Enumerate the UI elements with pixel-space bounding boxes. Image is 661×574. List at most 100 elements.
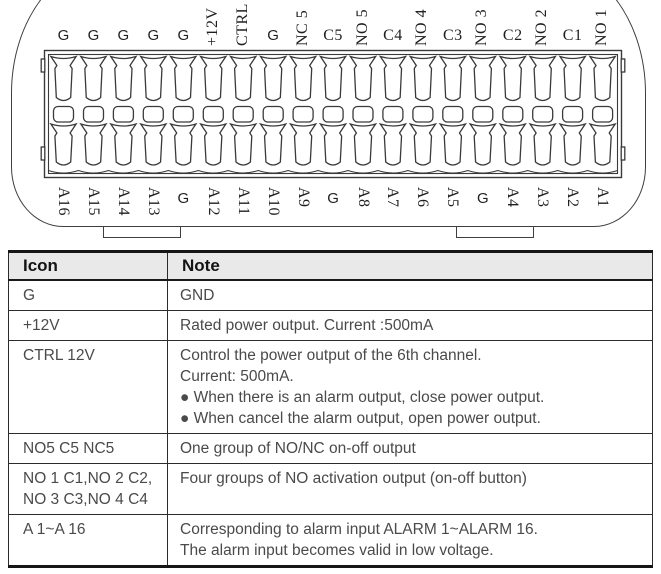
pin-label-text: +12V xyxy=(203,7,221,46)
icon-text: A 1~A 16 xyxy=(23,521,86,538)
terminal-screw-slot xyxy=(112,105,135,123)
terminal-contact-top xyxy=(528,55,557,102)
terminal-screw-slot xyxy=(442,105,464,123)
pin-label-text: G xyxy=(177,27,190,44)
terminal-contact-bottom xyxy=(468,122,497,166)
table-row: A 1~A 16 Corresponding to alarm input ALA… xyxy=(8,514,653,567)
terminal-contact-bottom xyxy=(139,122,168,166)
terminal-contact-bottom xyxy=(588,122,617,166)
pin-label-text: A7 xyxy=(384,187,402,208)
mounting-tab-right xyxy=(456,227,534,238)
pin-label-text: C1 xyxy=(562,27,583,44)
pin-label-text: NO 4 xyxy=(413,8,431,46)
terminal-screw-slot xyxy=(502,105,524,123)
pin-label-text: G xyxy=(87,27,100,44)
pin-label-text: C4 xyxy=(383,27,403,44)
terminal-contact-bottom xyxy=(438,122,468,166)
mounting-tab-left xyxy=(103,227,181,238)
terminal-screw-slot xyxy=(591,105,614,123)
pin-label-text: A5 xyxy=(444,187,462,208)
pin-label-text: A16 xyxy=(55,187,72,217)
terminal-screw-slot xyxy=(412,105,434,123)
terminal-contact-bottom xyxy=(79,122,108,166)
pin-label-text: A11 xyxy=(234,187,252,216)
note-text: The alarm input becomes valid in low vol… xyxy=(180,542,494,559)
note-text: Corresponding to alarm input ALARM 1~ALA… xyxy=(180,521,538,538)
edge-notch xyxy=(620,58,626,73)
terminal-screw-slot xyxy=(82,105,105,123)
terminal-contact-bottom xyxy=(199,122,228,166)
terminal-contact-top xyxy=(258,55,288,102)
note-cell: One group of NO/NC on-off output xyxy=(167,433,653,464)
pin-label-text: G xyxy=(267,27,279,44)
pin-label-text: G xyxy=(117,27,130,44)
edge-notch xyxy=(40,146,46,161)
edge-notch xyxy=(620,146,626,161)
note-text: GND xyxy=(180,287,215,304)
terminal-screw-slot xyxy=(262,105,284,123)
icon-cell: NO5 C5 NC5 xyxy=(8,433,168,464)
table-row: NO 1 C1,NO 2 C2, NO 3 C3,NO 4 C4 Four grou… xyxy=(8,463,653,515)
terminal-contact-bottom xyxy=(408,122,438,166)
pin-label-text: A6 xyxy=(414,187,432,208)
terminal-screw-slot xyxy=(561,105,584,123)
icon-text: NO 1 C1,NO 2 C2, xyxy=(23,470,153,487)
icon-cell: NO 1 C1,NO 2 C2, NO 3 C3,NO 4 C4 xyxy=(8,463,168,515)
pin-label-text: A13 xyxy=(144,187,162,217)
terminal-contact-bottom xyxy=(258,122,288,166)
pin-label-text: A1 xyxy=(594,187,612,208)
terminal-contact-top xyxy=(109,55,138,102)
terminal-contact-top xyxy=(438,55,468,102)
pin-label-text: A2 xyxy=(564,187,582,208)
table-row: CTRL 12V Control the power output of the … xyxy=(8,340,653,434)
note-column-header: Note xyxy=(167,251,653,281)
terminal-contact-bottom xyxy=(528,122,557,166)
terminal-contact-top xyxy=(139,55,168,102)
terminal-contact-top xyxy=(79,55,108,102)
note-text: Current: 500mA. xyxy=(180,368,294,385)
terminal-block-drawing xyxy=(40,49,626,179)
icon-text: CTRL 12V xyxy=(23,347,95,364)
note-text: ● When there is an alarm output, close p… xyxy=(180,389,545,406)
terminal-contact-top xyxy=(408,55,438,102)
pin-label-text: A14 xyxy=(114,187,132,217)
icon-text: NO 3 C3,NO 4 C4 xyxy=(23,491,148,508)
pin-label-text: C2 xyxy=(502,27,523,44)
terminal-row-scallop xyxy=(48,169,618,174)
pin-label-text: A12 xyxy=(204,187,222,217)
pin-label-text: NO 3 xyxy=(473,8,491,46)
terminal-contact-bottom xyxy=(498,122,527,166)
terminal-contact-bottom xyxy=(558,122,587,166)
terminal-contact-top xyxy=(49,55,78,102)
terminal-contact-top xyxy=(229,55,258,102)
terminal-contact-bottom xyxy=(109,122,138,166)
note-text: Control the power output of the 6th chan… xyxy=(180,347,482,364)
terminal-screw-slot xyxy=(352,105,374,123)
pin-label-text: A4 xyxy=(504,187,522,208)
table-header-row: Icon Note xyxy=(8,251,653,281)
terminal-block-outer xyxy=(43,49,623,179)
edge-notch xyxy=(40,58,46,73)
note-cell: Corresponding to alarm input ALARM 1~ALA… xyxy=(168,515,653,567)
note-cell: Rated power output. Current :500mA xyxy=(167,310,653,341)
terminal-contact-top xyxy=(498,55,527,102)
note-text: Four groups of NO activation output (on-… xyxy=(180,470,527,487)
terminal-contact-bottom xyxy=(229,122,258,166)
terminal-contact-bottom xyxy=(288,122,318,166)
terminal-contact-bottom xyxy=(378,122,408,166)
pin-label-text: G xyxy=(476,190,489,207)
terminal-screw-slot xyxy=(322,105,344,123)
pin-label-text: G xyxy=(147,27,160,44)
pin-label-text: G xyxy=(57,27,70,44)
note-text: ● When cancel the alarm output, open pow… xyxy=(180,410,541,427)
terminal-contact-top xyxy=(288,55,318,102)
note-text: Rated power output. Current :500mA xyxy=(180,317,434,334)
terminal-screw-slot xyxy=(472,105,494,123)
pin-label-text: NO 5 xyxy=(353,8,371,46)
